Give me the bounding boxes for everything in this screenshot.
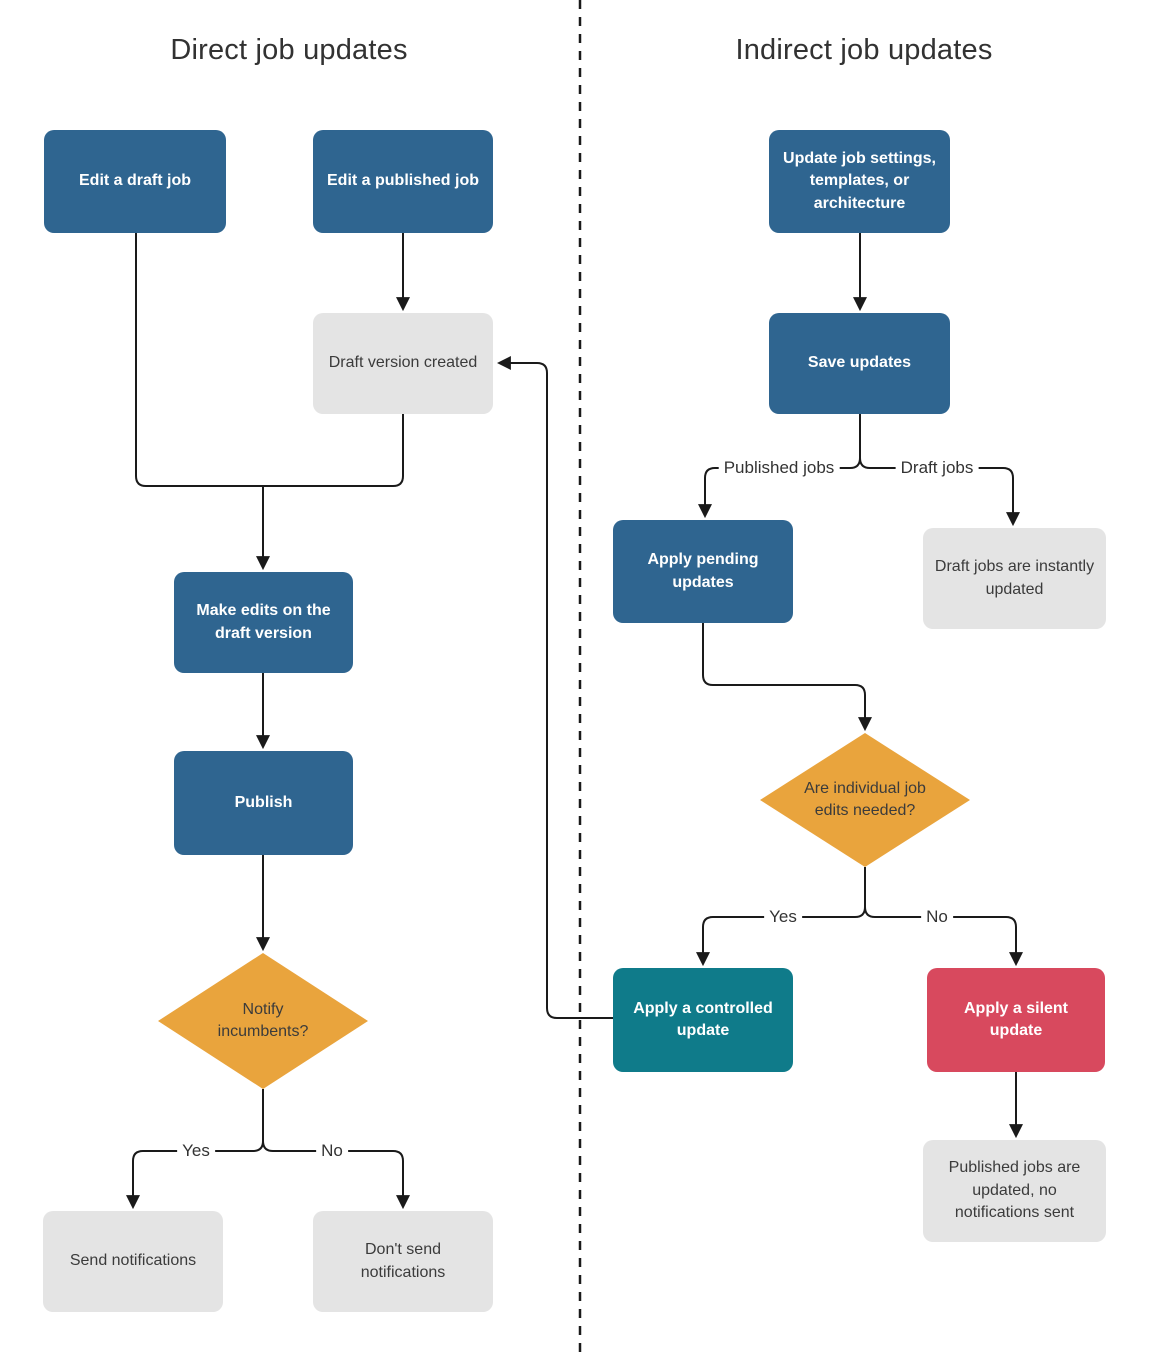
edge-controlled-to-draft-version: [496, 356, 613, 1019]
node-apply-silent-update: Apply a silent update: [927, 968, 1105, 1072]
node-label: Make edits on the draft version: [196, 602, 331, 642]
node-label: Draft version created: [328, 354, 478, 372]
node-label: Are individual job edits needed?: [804, 779, 926, 819]
node-publish: Publish: [174, 751, 353, 855]
node-draft-version-created: Draft version created: [313, 313, 493, 414]
node-label: Notify incumbents?: [217, 1000, 309, 1040]
node-save-updates: Save updates: [769, 313, 950, 414]
edge-apply-pending-to-edits-needed: [702, 623, 872, 732]
node-published-jobs-updated: Published jobs are updated, no notificat…: [923, 1140, 1106, 1242]
edge-label-no-direct: No: [316, 1141, 348, 1161]
node-update-job-settings: Update job settings, templates, or archi…: [769, 130, 950, 233]
node-label: Published jobs are updated, no notificat…: [948, 1159, 1081, 1222]
node-label: Send notifications: [69, 1252, 197, 1270]
edge-label-published-jobs: Published jobs: [718, 458, 840, 478]
node-label: Don't send notifications: [360, 1241, 446, 1281]
node-label: Edit a published job: [327, 172, 479, 190]
right-section-title: Indirect job updates: [735, 34, 993, 66]
node-label: Apply a silent update: [963, 999, 1069, 1039]
edge-draft-version-to-merge: [263, 414, 404, 487]
node-label: Apply pending updates: [647, 551, 759, 591]
edge-label-yes-indirect: Yes: [764, 907, 802, 927]
edge-label-draft-jobs: Draft jobs: [895, 458, 979, 478]
edge-edit-draft-to-merge: [135, 233, 263, 487]
node-label: Draft jobs are instantly updated: [934, 558, 1095, 598]
node-label: Save updates: [807, 354, 912, 372]
node-send-notifications: Send notifications: [43, 1211, 223, 1312]
node-label: Apply a controlled update: [633, 999, 773, 1039]
left-section-title: Direct job updates: [170, 34, 408, 66]
node-label: Update job settings, templates, or archi…: [783, 149, 936, 212]
node-make-edits: Make edits on the draft version: [174, 572, 353, 673]
node-draft-jobs-instantly-updated: Draft jobs are instantly updated: [923, 528, 1106, 629]
node-edit-published-job: Edit a published job: [313, 130, 493, 233]
node-label: Edit a draft job: [79, 172, 191, 190]
node-edit-draft-job: Edit a draft job: [44, 130, 226, 233]
edge-label-yes-direct: Yes: [177, 1141, 215, 1161]
node-apply-controlled-update: Apply a controlled update: [613, 968, 793, 1072]
node-apply-pending-updates: Apply pending updates: [613, 520, 793, 623]
node-label: Publish: [234, 793, 293, 811]
edge-label-no-indirect: No: [921, 907, 953, 927]
node-dont-send-notifications: Don't send notifications: [313, 1211, 493, 1312]
